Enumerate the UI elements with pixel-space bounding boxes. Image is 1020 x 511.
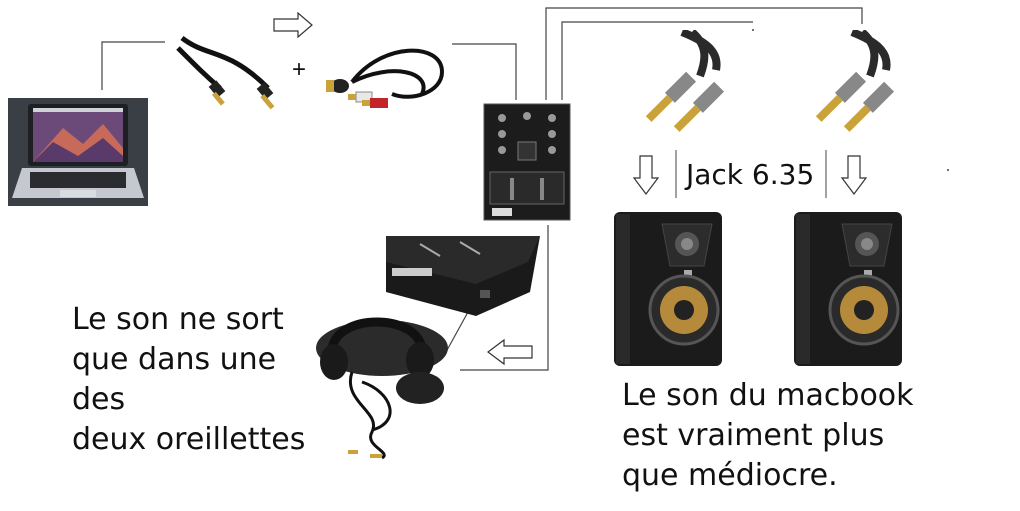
- arrow-right-icon: [272, 12, 314, 38]
- speaker-right-image: [792, 210, 904, 368]
- arrow-down-left-icon: [632, 154, 660, 196]
- right-caption: Le son du macbook est vraiment plus que …: [622, 376, 914, 496]
- arrow-down-right-icon: [840, 154, 868, 196]
- left-caption-line: des: [72, 380, 305, 420]
- dj-controller-image: [380, 232, 546, 318]
- right-caption-line: est vraiment plus: [622, 416, 914, 456]
- left-caption-line: que dans une: [72, 340, 305, 380]
- speaker-left-image: [612, 210, 724, 368]
- jack-label: Jack 6.35: [686, 158, 814, 191]
- left-caption-line: deux oreillettes: [72, 420, 305, 460]
- jack-cable-right-image: [782, 30, 904, 146]
- macbook-image: [8, 98, 148, 206]
- dj-mixer-image: [482, 102, 572, 222]
- arrow-left-icon: [486, 338, 534, 366]
- plus-sign: +: [292, 56, 306, 84]
- left-caption: Le son ne sort que dans une des deux ore…: [72, 300, 305, 460]
- left-caption-line: Le son ne sort: [72, 300, 305, 340]
- right-caption-line: que médiocre.: [622, 456, 914, 496]
- headphones-image: [312, 312, 458, 464]
- right-caption-line: Le son du macbook: [622, 376, 914, 416]
- aux-cable-image: [168, 28, 286, 120]
- jack-cable-left-image: [612, 30, 734, 146]
- rca-splitter-cable-image: [322, 32, 454, 116]
